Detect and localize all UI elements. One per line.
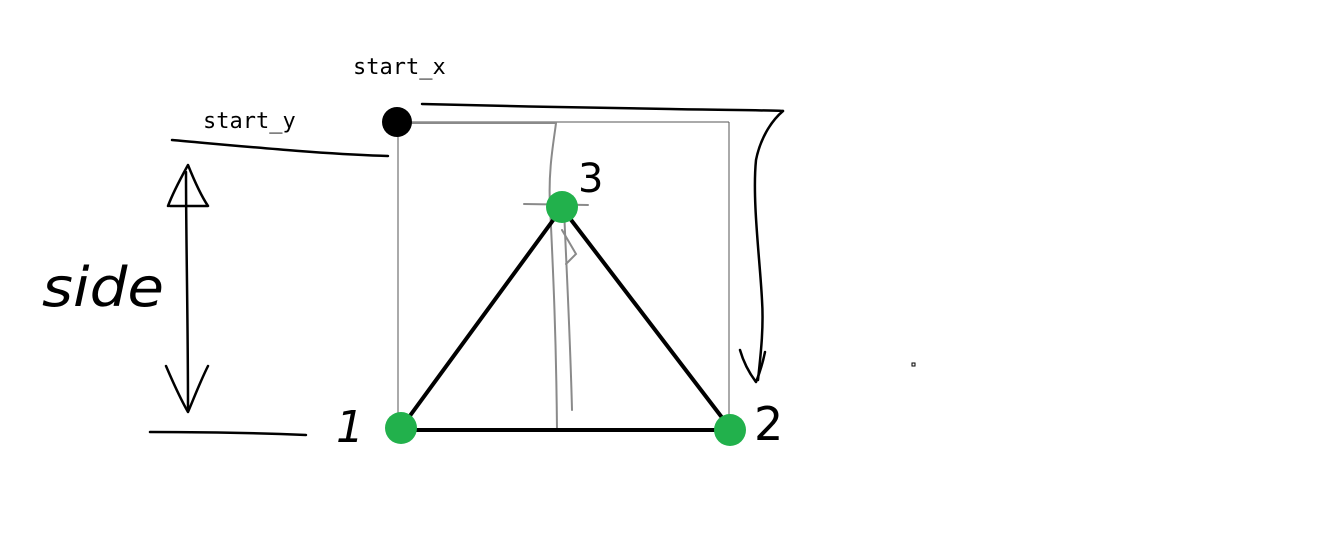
point-1-label: 1	[336, 402, 364, 453]
bounding-square	[397, 121, 730, 430]
point-3-label: 3	[578, 156, 603, 202]
bottom-reference-line	[148, 430, 308, 437]
side-double-arrow	[164, 163, 210, 414]
start-y-line	[170, 138, 390, 158]
stray-mark	[911, 362, 916, 367]
start-y-label: start_y	[203, 109, 296, 134]
vertex-3	[546, 191, 578, 223]
vertex-1	[385, 412, 417, 444]
point-2-label: 2	[754, 397, 783, 451]
start-x-arrow	[420, 102, 785, 384]
height-guide	[409, 122, 589, 431]
side-label: side	[42, 256, 164, 319]
start-x-label: start_x	[353, 55, 446, 80]
triangle-left-edge	[399, 206, 564, 430]
vertex-2	[714, 414, 746, 446]
origin-point	[382, 107, 412, 137]
triangle	[399, 206, 732, 432]
triangle-right-edge	[560, 206, 732, 430]
